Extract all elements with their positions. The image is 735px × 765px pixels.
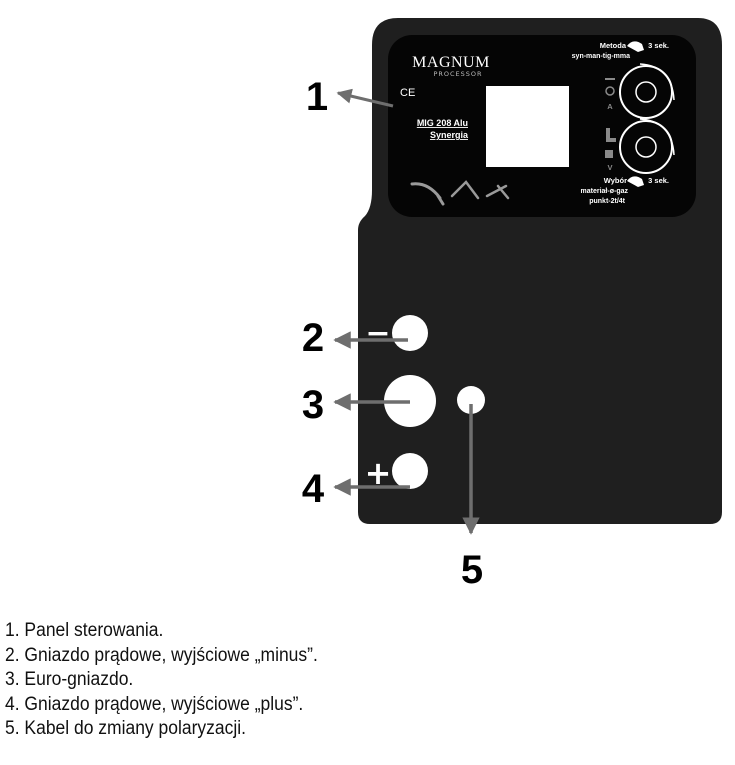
callout-number-2: 2 <box>302 316 324 360</box>
torch-icon <box>410 182 445 206</box>
legend-item: 5. Kabel do zmiany polaryzacji. <box>5 718 246 739</box>
voltage-knob[interactable] <box>619 118 675 174</box>
legend-item: 4. Gniazdo prądowe, wyjściowe „plus”. <box>5 693 304 715</box>
polarity-cable <box>457 386 485 414</box>
callout-number-1: 1 <box>306 75 328 119</box>
callout-number-4: 4 <box>302 467 325 511</box>
model-variant: Synergia <box>430 130 469 140</box>
volt-unit-label: V <box>607 163 612 172</box>
display-screen <box>486 86 569 167</box>
minus-sign: − <box>365 316 390 351</box>
wire-feed-icon <box>605 78 615 96</box>
plus-output-socket <box>392 453 428 489</box>
method-label: Metoda <box>600 41 627 50</box>
selection-label: Wybór <box>604 176 627 185</box>
legend-item: 3. Euro-gniazdo. <box>5 669 134 690</box>
electrode-icon <box>450 180 480 200</box>
model-name: MIG 208 Alu <box>417 118 468 128</box>
selection-hold-time: 3 sek. <box>648 176 669 185</box>
method-options: syn-man-tig-mma <box>572 53 630 60</box>
current-knob[interactable] <box>619 63 675 119</box>
legend-item: 1. Panel sterowania. <box>5 620 164 641</box>
legend-list: 1. Panel sterowania. 2. Gniazdo prądowe,… <box>5 619 725 742</box>
inductance-icon <box>605 150 613 158</box>
callout-number-5: 5 <box>461 548 483 592</box>
rotate-arrow-icon <box>639 118 675 156</box>
rotate-arrow-icon <box>639 63 675 101</box>
selection-options-2: punkt-2t/4t <box>589 198 625 205</box>
control-panel: MAGNUM PROCESSOR CE MIG 208 Alu Synergia… <box>388 35 696 217</box>
amp-unit-label: A <box>607 102 613 111</box>
voltage-icon <box>606 128 616 142</box>
brand-logo: MAGNUM <box>412 54 490 71</box>
press-hand-icon <box>627 176 644 187</box>
ce-mark: CE <box>400 87 415 99</box>
legend-item: 2. Gniazdo prądowe, wyjściowe „minus”. <box>5 644 318 666</box>
method-hold-time: 3 sek. <box>648 41 669 50</box>
tig-torch-icon <box>485 184 510 200</box>
press-hand-icon <box>627 41 644 52</box>
brand-sub-logo: PROCESSOR <box>433 70 482 78</box>
minus-output-socket <box>392 315 428 351</box>
callout-number-3: 3 <box>302 383 324 427</box>
callout-arrow-1 <box>336 88 394 108</box>
selection-options-1: materiał-ø-gaz <box>581 188 629 195</box>
